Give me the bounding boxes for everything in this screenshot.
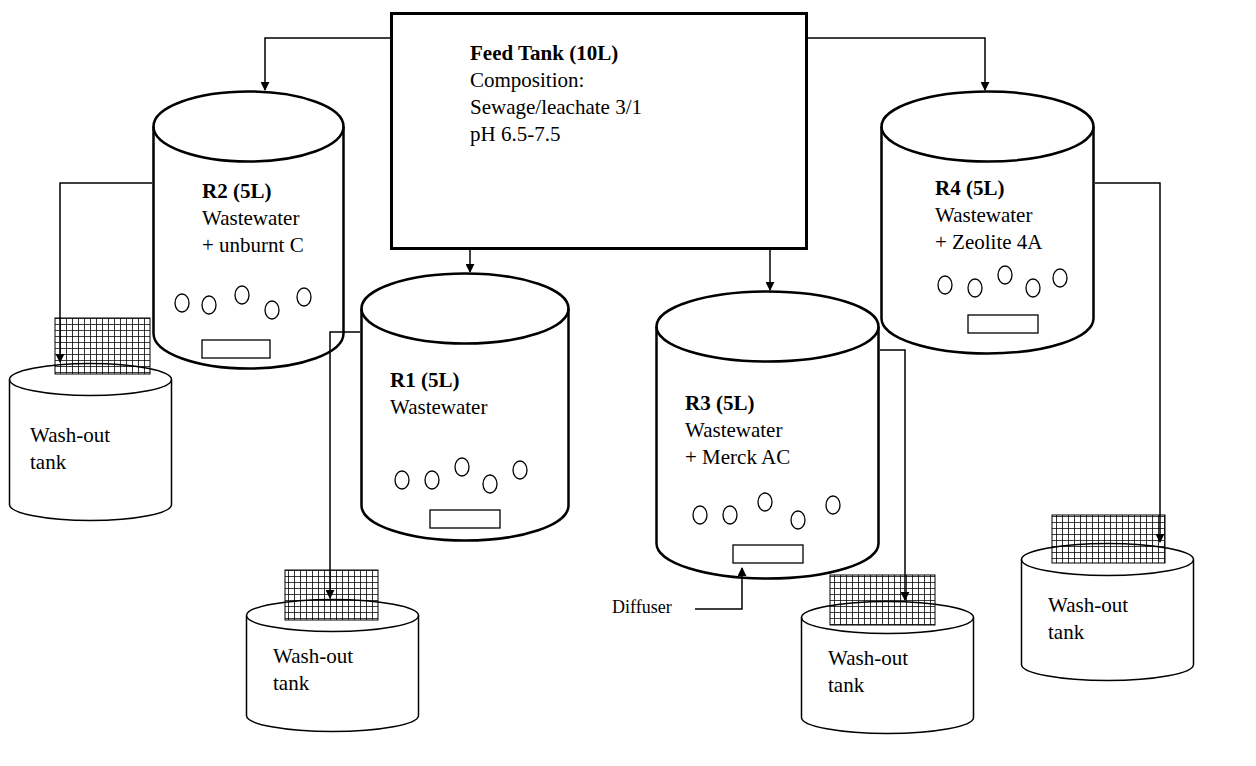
flow-line [60,183,152,362]
air-bubble [693,506,707,524]
air-bubble [235,286,249,304]
air-bubble [202,296,216,314]
tank-label: Composition: [470,67,642,94]
air-bubble [1053,269,1067,287]
air-bubble [297,288,311,306]
tank-label: + Zeolite 4A [935,229,1042,256]
air-bubble [265,301,279,319]
air-bubble [723,506,737,524]
feed-tank: Feed Tank (10L)Composition:Sewage/leacha… [390,12,808,250]
tank-heading: R3 (5L) [685,390,790,417]
cylinder-outline [152,90,345,370]
tank-label: Wastewater [685,417,790,444]
reactor-tank: R1 (5L)Wastewater [360,272,570,542]
text-group: R3 (5L)Wastewater+ Merck AC [685,390,790,471]
washout-tank: Wash-out tank [245,598,420,733]
air-bubble [395,471,409,489]
air-bubble [998,266,1012,284]
cylinder-body [10,380,172,521]
tank-heading: R1 (5L) [390,367,487,394]
tank-label: + unburnt C [202,232,304,259]
tank-label: Wash-out tank [828,645,938,700]
air-bubble [758,493,772,511]
reactor-tank: R3 (5L)Wastewater+ Merck AC [655,290,880,580]
flow-line [265,38,390,90]
mesh-screen [1052,515,1165,563]
text-group: Wash-out tank [273,643,383,698]
tank-label: pH 6.5-7.5 [470,121,642,148]
air-bubble [455,458,469,476]
cylinder-top [247,599,419,631]
air-bubble [513,461,527,479]
flow-line [880,350,905,600]
tank-label: Wastewater [202,205,304,232]
text-group: R1 (5L)Wastewater [390,367,487,421]
tank-heading: Feed Tank (10L) [470,40,642,67]
cylinder-top [802,601,974,633]
mesh-screen [830,575,935,625]
cylinder-body [362,309,569,541]
air-bubble [483,475,497,493]
tank-heading: R2 (5L) [202,178,304,205]
cylinder-body [247,616,419,732]
air-bubble [425,471,439,489]
reactor-tank: R2 (5L)Wastewater+ unburnt C [152,90,345,370]
tank-label: Wash-out tank [30,422,140,477]
tank-label: Wash-out tank [1048,592,1158,647]
text-group: Feed Tank (10L)Composition:Sewage/leacha… [470,40,642,148]
air-bubble [938,276,952,294]
flow-line [330,332,360,598]
text-group: R2 (5L)Wastewater+ unburnt C [202,178,304,259]
cylinder-body [882,127,1094,354]
diffuser [968,315,1038,333]
washout-tank: Wash-out tank [8,362,173,522]
cylinder-body [1022,560,1194,681]
tank-label: + Merck AC [685,444,790,471]
flow-line [769,250,771,290]
tank-label: Wastewater [390,394,487,421]
text-group: Wash-out tank [30,422,140,477]
tank-label: Wastewater [935,202,1042,229]
air-bubble [1026,279,1040,297]
tank-heading: R4 (5L) [935,175,1042,202]
flow-line [469,250,471,272]
part-label: Diffuser [612,597,672,618]
tank-label: Wash-out tank [273,643,383,698]
cylinder-top [9,363,171,395]
flow-line [808,38,985,90]
air-bubble [968,279,982,297]
air-bubble [826,496,840,514]
cylinder-body [154,127,344,369]
air-bubble [791,511,805,529]
washout-tank: Wash-out tank [800,600,975,735]
text-group: Wash-out tank [1048,592,1158,647]
air-bubble [175,294,189,312]
cylinder-top [154,92,344,162]
diffuser [202,340,270,358]
cylinder-top [362,274,569,344]
diffuser [430,510,500,528]
reactor-tank: R4 (5L)Wastewater+ Zeolite 4A [880,90,1095,355]
tank-label: Sewage/leachate 3/1 [470,94,642,121]
cylinder-body [657,327,879,579]
text-group: R4 (5L)Wastewater+ Zeolite 4A [935,175,1042,256]
washout-tank: Wash-out tank [1020,542,1195,682]
cylinder-top [882,91,1094,161]
cylinder-body [802,618,974,734]
flow-line [1095,183,1160,542]
cylinder-top [1022,543,1194,575]
mesh-screen [285,570,378,620]
diffuser [733,545,803,563]
text-group: Wash-out tank [828,645,938,700]
cylinder-top [657,292,879,362]
